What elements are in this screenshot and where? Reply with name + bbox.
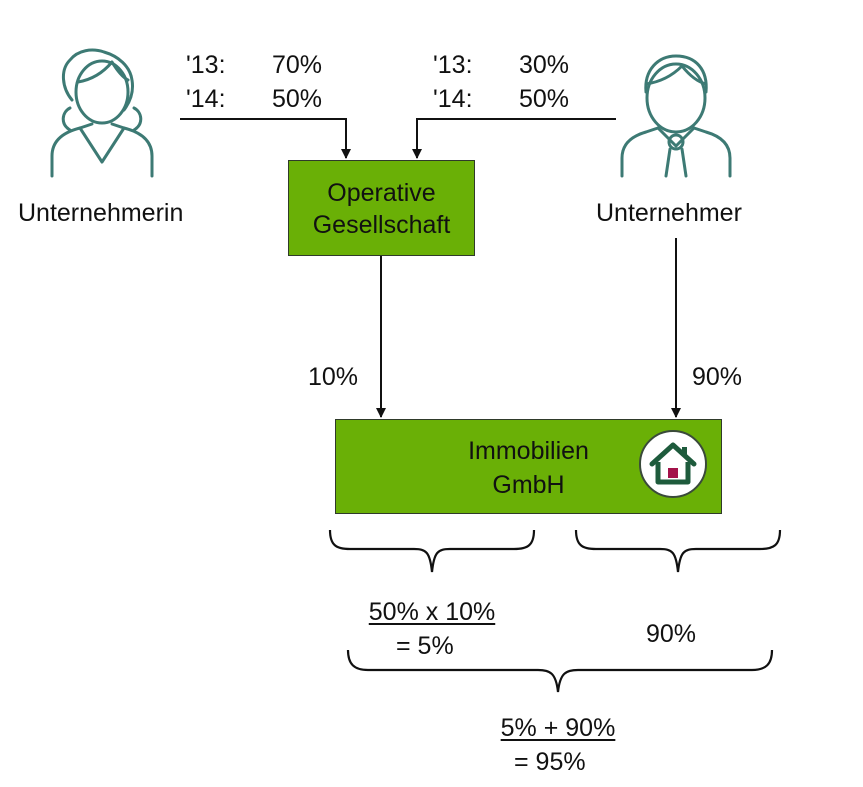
house-icon bbox=[639, 430, 707, 498]
calc-total-line2: = 95% bbox=[514, 748, 586, 776]
share-row-left-14: '14: 50% bbox=[186, 82, 322, 116]
calc-left-line2: = 5% bbox=[396, 632, 454, 660]
brace-left bbox=[328, 529, 536, 573]
share-year: '13: bbox=[186, 51, 226, 79]
immobilien-box-line1: Immobilien bbox=[468, 437, 589, 465]
operative-box-line2: Gesellschaft bbox=[312, 211, 451, 239]
share-pct: 50% bbox=[519, 85, 570, 113]
share-year: '14: bbox=[433, 85, 473, 113]
immobilien-gmbh-box: Immobilien GmbH bbox=[335, 419, 722, 514]
share-year: '13: bbox=[433, 51, 473, 79]
share-pct: 50% bbox=[272, 85, 323, 113]
businesswoman-icon bbox=[50, 48, 154, 178]
share-row-left-13: '13: 70% bbox=[186, 48, 322, 82]
businessman-icon bbox=[620, 54, 732, 178]
person-label-unternehmerin: Unternehmerin bbox=[18, 199, 184, 227]
share-year: '14: bbox=[186, 85, 226, 113]
arrow-unternehmerin-to-operative bbox=[180, 118, 351, 159]
arrow-unternehmer-to-operative bbox=[412, 118, 616, 159]
calc-total-line1: 5% + 90% bbox=[500, 714, 616, 742]
operative-box-line1: Operative bbox=[327, 179, 436, 207]
edge-label-operative-immobilien: 10% bbox=[308, 363, 359, 391]
share-row-right-14: '14: 50% bbox=[433, 82, 569, 116]
share-row-right-13: '13: 30% bbox=[433, 48, 569, 82]
brace-right bbox=[574, 529, 782, 573]
operative-gesellschaft-box: Operative Gesellschaft bbox=[288, 160, 475, 256]
share-pct: 30% bbox=[519, 51, 570, 79]
calc-left-line1: 50% x 10% bbox=[368, 598, 496, 626]
brace-total bbox=[346, 649, 774, 693]
share-pct: 70% bbox=[272, 51, 323, 79]
edge-label-unternehmer-immobilien: 90% bbox=[692, 363, 743, 391]
person-label-unternehmer: Unternehmer bbox=[596, 199, 742, 227]
calc-right: 90% bbox=[646, 620, 697, 648]
immobilien-box-line2: GmbH bbox=[492, 471, 565, 499]
